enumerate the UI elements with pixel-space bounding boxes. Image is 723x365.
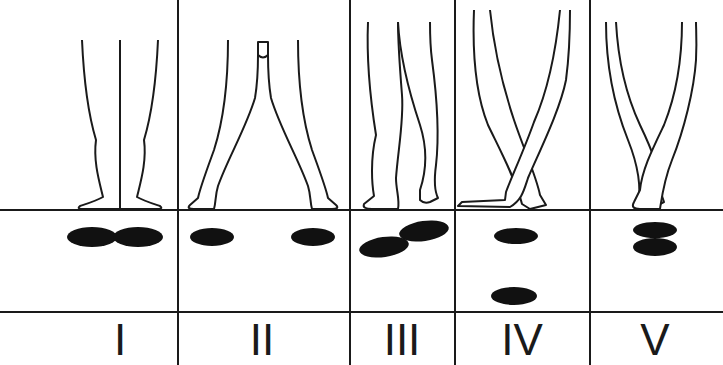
- footprint: [291, 228, 335, 246]
- footprint: [633, 222, 677, 238]
- column-line: [454, 0, 456, 365]
- leg-outline: [268, 40, 337, 209]
- leg-outline: [189, 40, 258, 209]
- position-numeral: V: [640, 318, 669, 362]
- leg-outline: [120, 40, 161, 209]
- footprint: [190, 228, 234, 246]
- leg-outline: [364, 22, 403, 209]
- leg-outline: [398, 22, 438, 203]
- footprint: [494, 228, 538, 244]
- leg-outline: [258, 42, 268, 58]
- footprint: [358, 234, 410, 261]
- footprint: [67, 227, 117, 247]
- leg-outline: [79, 40, 120, 209]
- position-numeral: IV: [501, 318, 543, 362]
- column-line: [177, 0, 179, 365]
- footprints: [67, 218, 677, 305]
- leg-outline: [633, 22, 697, 209]
- leg-outline: [474, 10, 546, 209]
- footprint: [113, 227, 163, 247]
- column-line: [589, 0, 591, 365]
- leg-outline: [458, 10, 570, 207]
- footprint: [491, 287, 537, 305]
- position-numeral: I: [114, 318, 126, 362]
- position-numeral: II: [250, 318, 274, 362]
- footprint: [633, 238, 677, 256]
- column-line: [349, 0, 351, 365]
- position-numeral: III: [384, 318, 421, 362]
- divider-line: [0, 311, 723, 313]
